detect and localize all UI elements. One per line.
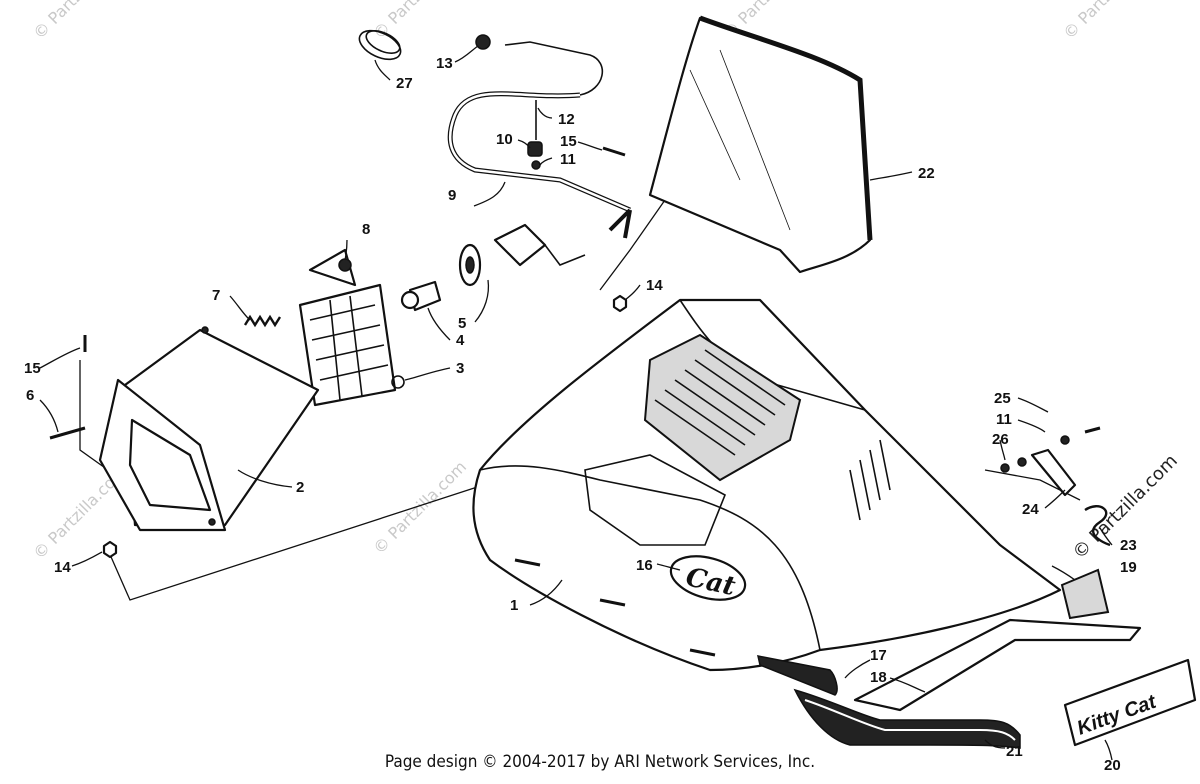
callout-26: 26 [992,431,1009,448]
bulb-part-4 [400,280,442,312]
assembly-lines [79,199,1081,601]
lamp-socket-part-5 [458,223,586,287]
callout-20: 20 [1104,757,1121,774]
callout-3: 3 [456,360,464,377]
hood-part-1 [472,298,1062,672]
decal-part-19 [1060,568,1110,620]
callout-27: 27 [396,75,413,92]
latch-hardware-23-26 [1000,426,1111,547]
watermark: © Partzilla.com [369,457,470,558]
callout-24: 24 [1022,501,1039,518]
callout-11b: 11 [996,411,1012,428]
callout-4: 4 [456,332,465,349]
callout-8: 8 [362,221,370,238]
callout-17: 17 [870,647,887,664]
callout-13: 13 [436,55,453,72]
callout-12: 12 [558,111,575,128]
callout-10: 10 [496,131,513,148]
callout-9: 9 [448,187,456,204]
page-footer: Page design © 2004-2017 by ARI Network S… [384,752,816,772]
hose-clamp-part-27 [358,29,402,61]
callout-6: 6 [26,387,34,404]
callout-14b: 14 [646,277,663,294]
windshield-part-22 [648,15,873,274]
watermark: © Partzilla.com [29,0,130,43]
callout-14a: 14 [54,559,71,576]
callout-5: 5 [458,315,466,332]
callout-25: 25 [994,390,1011,407]
callout-19: 19 [1120,559,1137,576]
headlight-housing-part-2 [98,326,320,532]
callout-11a: 11 [560,151,576,168]
callout-15b: 15 [560,133,577,150]
callout-16: 16 [636,557,653,574]
bumper-trim-part-21 [793,688,1021,749]
connector-part-13 [475,34,604,96]
callout-labels: 1 2 3 4 5 6 7 8 9 10 11 11 12 13 14 14 1… [24,55,1137,774]
callout-18: 18 [870,669,887,686]
callout-2: 2 [296,479,304,496]
callout-7: 7 [212,287,220,304]
callout-22: 22 [918,165,935,182]
decal-part-20: Kitty Cat [1063,658,1197,747]
callout-21: 21 [1006,743,1023,760]
screws-part-6-15 [49,335,87,440]
nuts-part-14 [102,294,628,559]
callout-23: 23 [1120,537,1137,554]
spring-part-7 [243,314,282,328]
trim-part-17-18 [757,618,1142,712]
wiring-harness-part-9 [447,91,632,239]
watermark: © Partzilla.com [369,0,470,43]
retainer-part-8 [308,248,357,287]
callout-1: 1 [510,597,518,614]
headlight-part-3 [298,283,405,407]
watermark: © Partzilla.com [1059,0,1160,43]
callout-15a: 15 [24,360,41,377]
callout-leaders [39,45,1113,761]
